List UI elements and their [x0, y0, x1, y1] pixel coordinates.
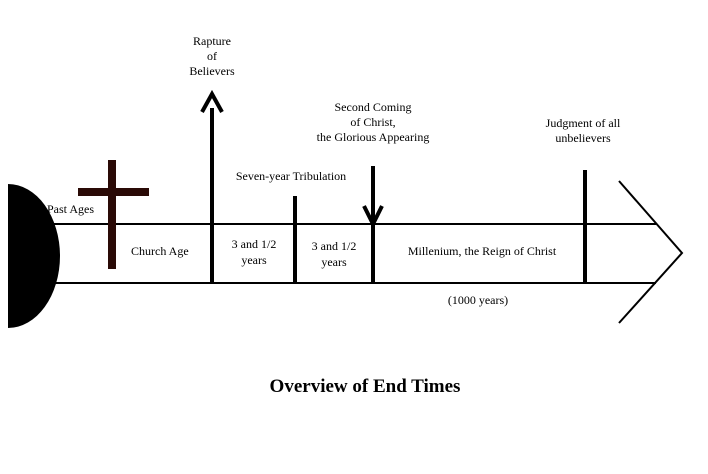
rapture-label-line-1: Rapture — [193, 34, 231, 48]
church-age-label: Church Age — [131, 244, 189, 258]
second-half-label-line-2: years — [321, 255, 347, 269]
up-arrow-icon — [200, 89, 224, 284]
judgment-label-line-1: Judgment of all — [546, 116, 621, 130]
rapture-label-line-2: of — [207, 49, 217, 63]
arrowhead-icon — [618, 180, 684, 324]
past-ages-label: Past Ages — [47, 202, 94, 216]
judgment-label-line-2: unbelievers — [555, 131, 611, 145]
thousand-years-label: (1000 years) — [448, 293, 508, 307]
diagram-title: Overview of End Times — [270, 376, 461, 397]
second-coming-label-line-3: the Glorious Appearing — [317, 130, 430, 144]
rapture-label-line-3: Believers — [189, 64, 235, 78]
second-half-label-line-1: 3 and 1/2 — [312, 239, 357, 253]
tribulation-label: Seven-year Tribulation — [236, 169, 346, 183]
past-semicircle — [8, 184, 60, 328]
second-coming-label-line-2: of Christ, — [350, 115, 395, 129]
first-half-label-line-1: 3 and 1/2 — [232, 237, 277, 251]
cross-icon — [78, 160, 149, 269]
second-coming-label-line-1: Second Coming — [335, 100, 412, 114]
millennium-label: Millenium, the Reign of Christ — [408, 244, 557, 258]
down-arrow-icon — [362, 166, 384, 284]
first-half-label-line-2: years — [241, 253, 267, 267]
